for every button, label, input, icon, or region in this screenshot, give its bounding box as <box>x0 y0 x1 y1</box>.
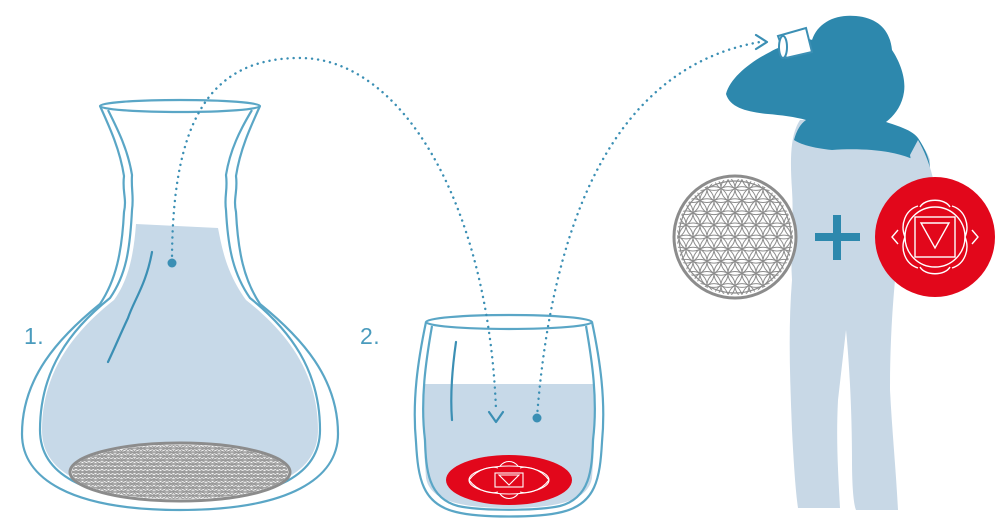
carafe-icon <box>20 98 340 512</box>
woman-upper <box>726 15 930 171</box>
woman-body <box>789 118 930 510</box>
step-1-label: 1. <box>24 323 45 349</box>
glass-outer-outline <box>413 321 605 518</box>
root-chakra-icon <box>875 177 995 297</box>
arrowhead-down <box>487 410 505 424</box>
carafe-reflection <box>106 250 154 364</box>
arc-start-dot-glass <box>532 413 542 423</box>
arc-carafe-to-glass <box>170 56 498 412</box>
flow-arrows <box>170 40 762 419</box>
arc-start-dot-carafe <box>167 258 177 268</box>
glass-reflection <box>450 340 458 422</box>
glass-inner-outline <box>422 325 596 511</box>
plus-icon <box>815 215 860 260</box>
root-chakra-disc-icon <box>446 455 572 505</box>
glass-rim <box>424 313 594 331</box>
glass-icon <box>413 313 605 518</box>
carafe-outer-outline <box>20 105 340 512</box>
arrowhead-right <box>754 33 769 51</box>
step-2-label: 2. <box>360 323 381 349</box>
carafe-water <box>42 224 318 496</box>
carafe-rim <box>98 98 262 114</box>
drinking-cup-icon <box>776 26 814 60</box>
arc-glass-to-mouth <box>535 40 762 419</box>
